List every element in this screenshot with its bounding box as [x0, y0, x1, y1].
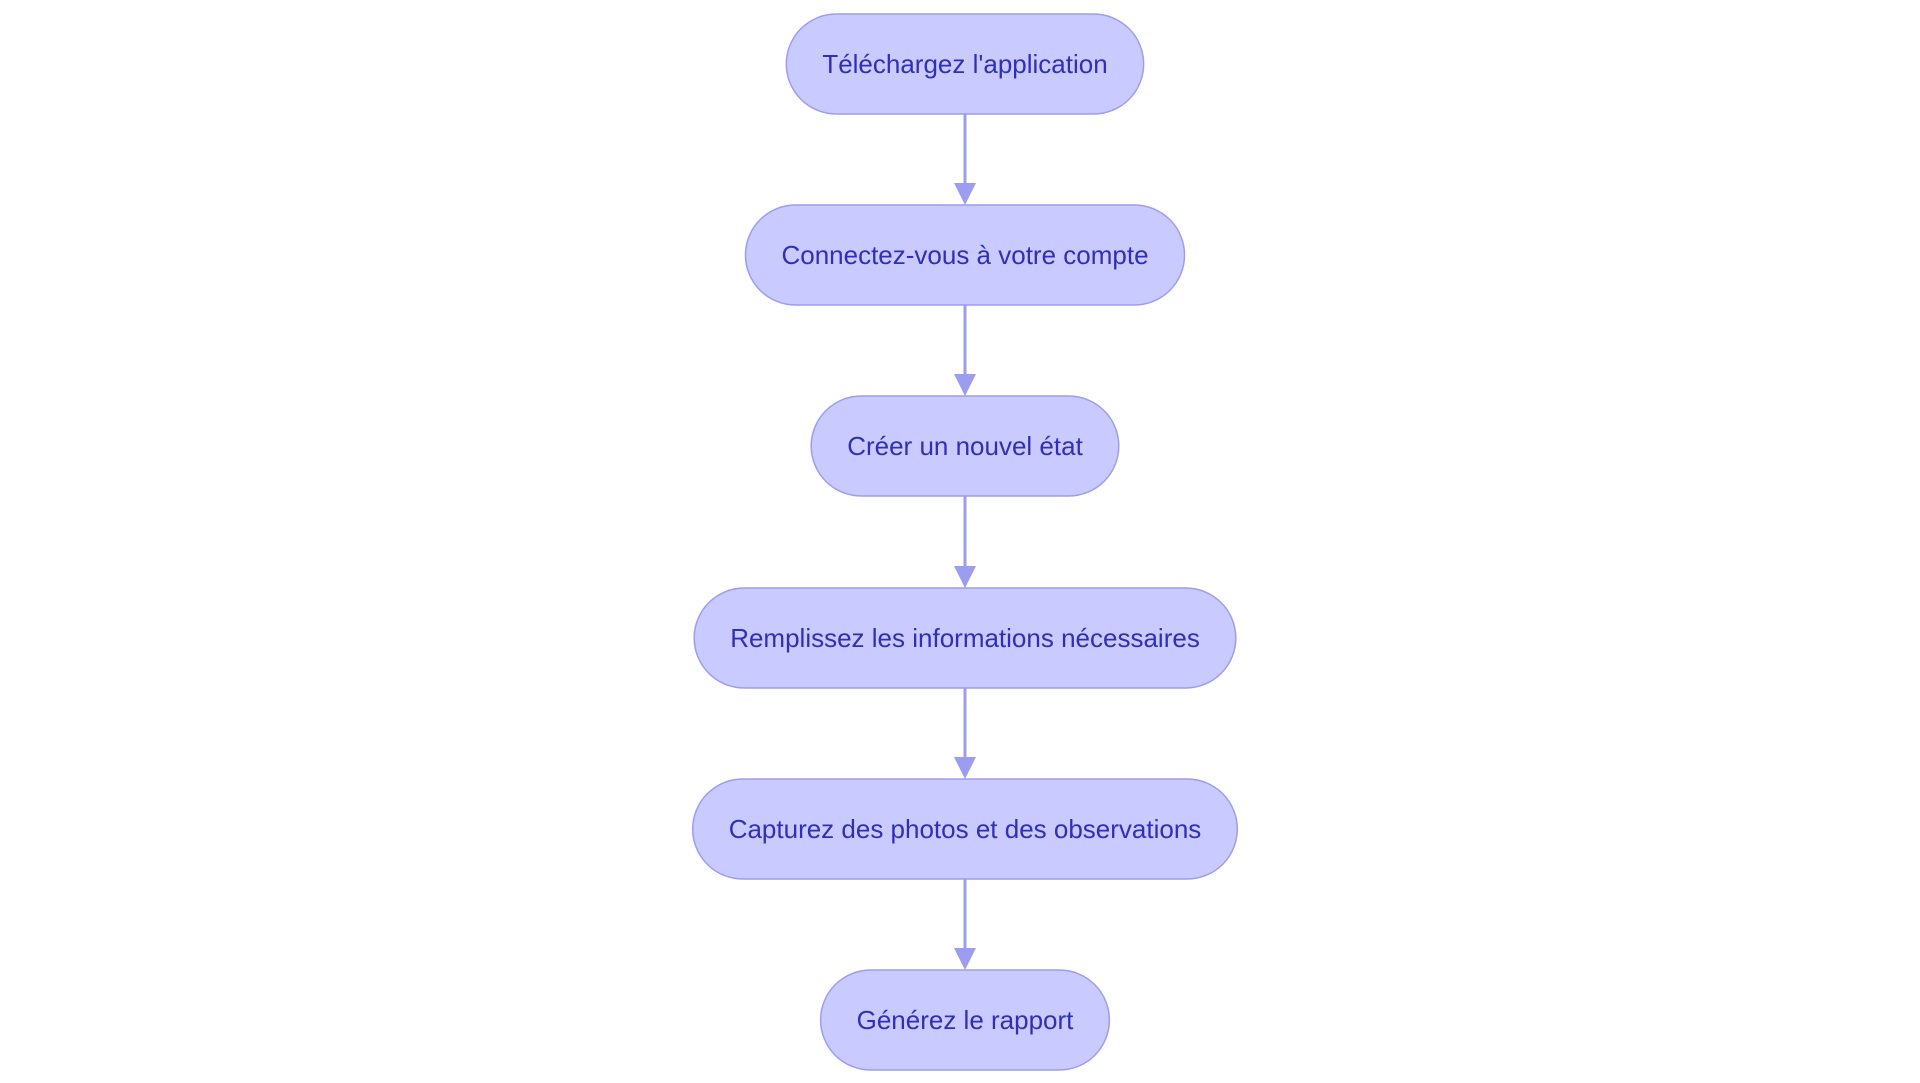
arrow-down-icon	[954, 948, 976, 970]
flow-edge-3	[954, 496, 976, 588]
flow-edge-4	[954, 688, 976, 779]
flow-edge-1	[954, 114, 976, 205]
flow-node-label: Remplissez les informations nécessaires	[730, 623, 1200, 653]
arrow-down-icon	[954, 183, 976, 205]
flow-node-shape	[810, 395, 1120, 497]
flow-node-label: Générez le rapport	[857, 1005, 1075, 1035]
flow-node-6: Générez le rapport	[819, 969, 1111, 1071]
flow-node-5: Capturez des photos et des observations	[691, 778, 1239, 880]
flow-node-shape	[693, 587, 1237, 689]
flow-node-shape	[785, 13, 1145, 115]
flow-node-label: Téléchargez l'application	[822, 49, 1107, 79]
flow-node-shape	[691, 778, 1239, 880]
flow-node-shape	[819, 969, 1111, 1071]
nodes-layer: Téléchargez l'applicationConnectez-vous …	[691, 13, 1239, 1071]
edges-layer	[954, 114, 976, 970]
flow-node-2: Connectez-vous à votre compte	[744, 204, 1186, 306]
arrow-down-icon	[954, 757, 976, 779]
flow-edge-5	[954, 879, 976, 970]
flow-node-label: Connectez-vous à votre compte	[781, 240, 1148, 270]
flow-node-1: Téléchargez l'application	[785, 13, 1145, 115]
flow-edge-2	[954, 305, 976, 396]
flow-node-3: Créer un nouvel état	[810, 395, 1120, 497]
flow-node-shape	[744, 204, 1186, 306]
arrow-down-icon	[954, 566, 976, 588]
arrow-down-icon	[954, 374, 976, 396]
flow-node-label: Créer un nouvel état	[847, 431, 1083, 461]
flow-node-4: Remplissez les informations nécessaires	[693, 587, 1237, 689]
flow-node-label: Capturez des photos et des observations	[729, 814, 1202, 844]
